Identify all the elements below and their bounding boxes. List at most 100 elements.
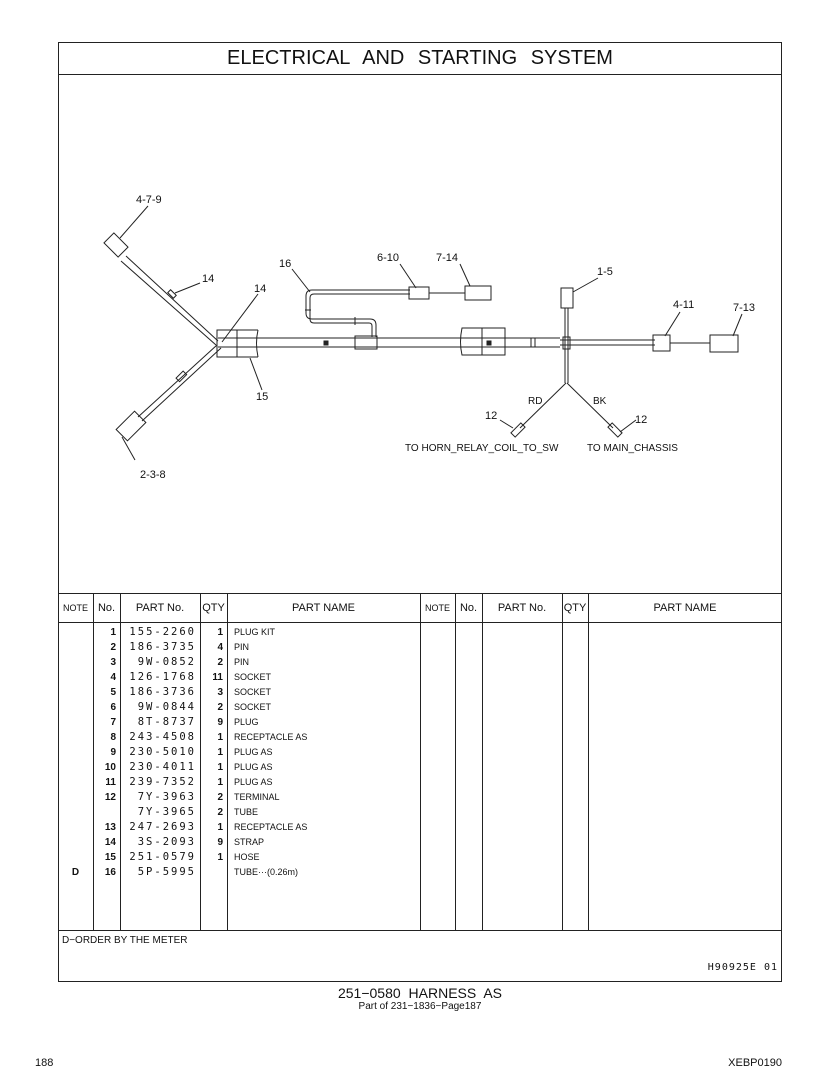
callout-7-14: 7-14 [436,252,459,264]
cell-note [58,745,93,760]
cell-part: 251-0579 [129,851,196,863]
cell-name: HOSE [234,852,260,862]
cell-part: 247-2693 [129,821,196,833]
cell-note [58,700,93,715]
cell-qty: 1 [217,762,223,773]
header-part-no: PART No. [135,602,185,614]
cell-no: 5 [110,687,116,698]
cell-note [58,685,93,700]
callout-14: 14 [202,273,215,285]
cell-qty: 2 [217,807,223,818]
header-no: No. [459,602,478,614]
cell-no: 15 [104,852,116,863]
hose-box [460,327,506,356]
footnote: D−ORDER BY THE METER [62,935,188,946]
connector-7-13 [709,334,739,353]
cell-note [58,775,93,790]
cell-no: 13 [104,822,116,833]
cell-note [58,805,93,820]
cell-qty: 9 [217,717,223,728]
cell-qty: 1 [217,822,223,833]
wire-label-bk: BK [593,396,607,407]
cell-name: SOCKET [234,687,272,697]
terminal-12-left [510,422,526,438]
column-divider [200,593,201,930]
cell-note [58,790,93,805]
cell-name: TUBE [234,807,259,817]
cell-note [58,670,93,685]
illustration-id: H90925E 01 [707,962,778,973]
callout-16: 16 [279,258,292,270]
cell-qty: 11 [212,672,223,683]
cell-qty: 1 [217,627,223,638]
callout-6-10: 6-10 [377,252,400,264]
column-divider [120,593,121,930]
cell-name: RECEPTACLE AS [234,822,308,832]
strap-14 [167,289,177,299]
cell-no: 7 [110,717,116,728]
cell-note [58,655,93,670]
cell-name: RECEPTACLE AS [234,732,308,742]
cell-no: 9 [110,747,116,758]
cell-part: 7Y-3965 [137,806,196,818]
header-qty: QTY [202,602,225,614]
cell-no: 8 [110,732,116,743]
callout-12: 12 [635,414,648,426]
cell-name: PLUG [234,717,259,727]
document-code: XEBP0190 [728,1057,782,1069]
cell-no: 10 [104,762,116,773]
cell-name: STRAP [234,837,265,847]
cell-note [58,835,93,850]
cell-qty: 1 [217,852,223,863]
header-part-name: PART NAME [292,602,355,614]
cell-part: 126-1768 [129,671,196,683]
cell-qty: 9 [217,837,223,848]
cell-no: 11 [105,777,116,788]
cell-part: 155-2260 [129,626,196,638]
cell-no: 14 [104,837,116,848]
header-no: No. [97,602,116,614]
cell-qty [200,865,223,880]
column-divider [455,593,456,930]
caption-subtitle: Part of 231−1836−Page187 [358,1001,482,1012]
cell-name: PLUG AS [234,747,273,757]
callout-4-11: 4-11 [673,299,695,311]
cell-note: D [71,867,80,878]
connector-7-14 [464,285,492,301]
table-divider [58,930,782,931]
column-divider [93,593,94,930]
cell-part: 8T-8737 [137,716,196,728]
cell-name: PLUG AS [234,777,273,787]
cell-part: 243-4508 [129,731,196,743]
destination-main-chassis: TO MAIN_CHASSIS [587,443,678,454]
cell-qty: 1 [217,747,223,758]
cell-name: TERMINAL [234,792,280,802]
callout-15: 15 [256,391,269,403]
cell-qty: 1 [217,732,223,743]
cell-qty: 1 [217,777,223,788]
callout-1-5: 1-5 [597,266,613,278]
cell-no: 6 [110,702,116,713]
cell-no: 1 [110,627,116,638]
cell-note [58,640,93,655]
cell-name: SOCKET [234,702,272,712]
destination-horn-relay: TO HORN_RELAY_COIL_TO_SW [405,443,559,454]
cell-part: 239-7352 [129,776,196,788]
cell-note [58,715,93,730]
cell-name: TUBE···(0.26m) [234,867,299,877]
connector-6-10 [408,286,430,300]
cell-no: 4 [110,672,116,683]
callout-12: 12 [485,410,498,422]
header-note: NOTE [62,603,88,613]
callout-2-3-8: 2-3-8 [140,469,166,481]
cell-part: 5P-5995 [137,866,196,878]
page-frame [58,42,782,982]
header-part-name: PART NAME [653,602,717,614]
cell-part: 186-3735 [129,641,196,653]
header-note: NOTE [424,603,450,613]
cell-part: 9W-0844 [137,701,196,713]
cell-name: PIN [234,657,250,667]
connector-2-3-8 [115,410,147,442]
cell-qty: 3 [217,687,223,698]
